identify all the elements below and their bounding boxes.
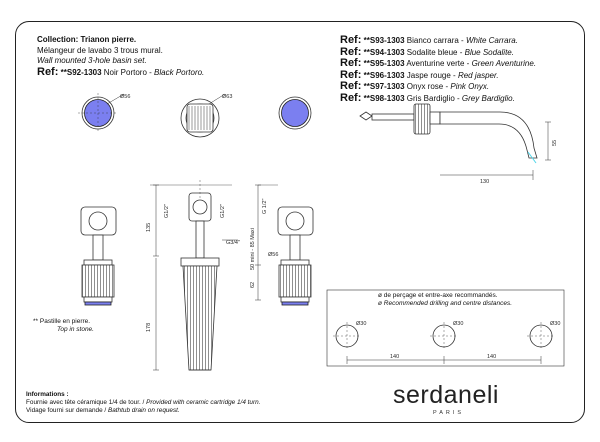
ref-row: Ref: **S96-1303 Jaspe rouge - Red jasper… xyxy=(340,68,499,81)
brand-logo: serdaneli xyxy=(393,381,499,409)
dim-g34: G3/4" xyxy=(226,240,240,246)
ref-en: Black Portoro. xyxy=(154,67,205,77)
info-title: Informations : xyxy=(26,391,69,398)
collection-line-en: Wall mounted 3-hole basin set. xyxy=(37,56,147,65)
info-line2-fr: Vidage fourni sur demande / xyxy=(26,406,107,414)
dim-d56-side: Ø56 xyxy=(268,252,278,258)
info-line2-en: Bathtub drain on request. xyxy=(107,406,180,414)
ref-row: Ref: **S94-1303 Sodalite bleue - Blue So… xyxy=(340,45,514,58)
ref-fr: Noir Portoro - xyxy=(103,67,152,77)
dim-140-2: 140 xyxy=(487,354,496,360)
ref-code: **S92-1303 xyxy=(60,67,102,77)
dim-d56-top: Ø56 xyxy=(120,94,130,100)
brand-city: PARIS xyxy=(433,410,465,416)
dim-135: 135 xyxy=(146,223,152,232)
ref-row: Ref: **S93-1303 Bianco carrara - White C… xyxy=(340,34,518,46)
dim-50-85: 50 mini - 85 Maxi xyxy=(250,228,256,270)
collection-title: Collection: Trianon pierre. xyxy=(37,35,137,44)
info-line1-en: Provided with ceramic cartridge 1/4 turn… xyxy=(146,398,261,406)
ref-list: Ref: **S93-1303 Bianco carrara - White C… xyxy=(340,35,536,104)
collection-block: Collection: Trianon pierre. Mélangeur de… xyxy=(37,35,204,78)
top-view-spout xyxy=(180,93,226,138)
ref-row: Ref: **S98-1303 Gris Bardiglio - Grey Ba… xyxy=(340,91,515,104)
stone-note-fr: ** Pastille en pierre. xyxy=(33,318,91,325)
front-view-spout xyxy=(150,180,238,371)
dim-d30-3: Ø30 xyxy=(550,321,560,327)
ref-row: Ref: **S97-1303 Onyx rose - Pink Onyx. xyxy=(340,80,490,92)
drilling-plan xyxy=(326,289,565,367)
dim-62: 62 xyxy=(250,282,256,288)
dim-g12-a: G1/2" xyxy=(164,204,170,218)
stone-note: ** Pastille en pierre. Top in stone. xyxy=(33,318,94,334)
ref-row: Ref: **S95-1303 Aventurine verte - Green… xyxy=(340,57,537,69)
drilling-caption-fr: ø de perçage et entre-axe recommandés. xyxy=(378,292,498,299)
dim-d30-2: Ø30 xyxy=(453,321,463,327)
dim-130: 130 xyxy=(480,179,489,185)
top-view-left-handle xyxy=(78,93,125,133)
info-line1-fr: Fournie avec tête céramique 1/4 de tour.… xyxy=(26,398,145,406)
drilling-caption: ø de perçage et entre-axe recommandés. ø… xyxy=(378,292,512,308)
dim-55: 55 xyxy=(552,140,558,146)
drilling-caption-en: ø Recommended drilling and centre distan… xyxy=(378,300,513,307)
ref-prefix: Ref: xyxy=(37,65,59,78)
dim-g12-b: G1/2" xyxy=(220,204,226,218)
stone-note-en: Top in stone. xyxy=(57,326,94,333)
collection-line-fr: Mélangeur de lavabo 3 trous mural. xyxy=(37,45,163,55)
dim-d30-1: Ø30 xyxy=(356,321,366,327)
drawing-frame xyxy=(15,21,585,423)
dim-g12-c: G 1/2" xyxy=(262,199,268,214)
front-view-left-handle xyxy=(80,206,117,306)
dim-d63: Ø63 xyxy=(222,94,232,100)
front-view-right-handle xyxy=(255,184,314,306)
top-view-right-handle xyxy=(278,96,312,130)
dim-140-1: 140 xyxy=(390,354,399,360)
info-block: Informations : Fournie avec tête céramiq… xyxy=(26,391,260,414)
dim-178: 178 xyxy=(146,323,152,332)
side-view-spout xyxy=(359,103,551,180)
